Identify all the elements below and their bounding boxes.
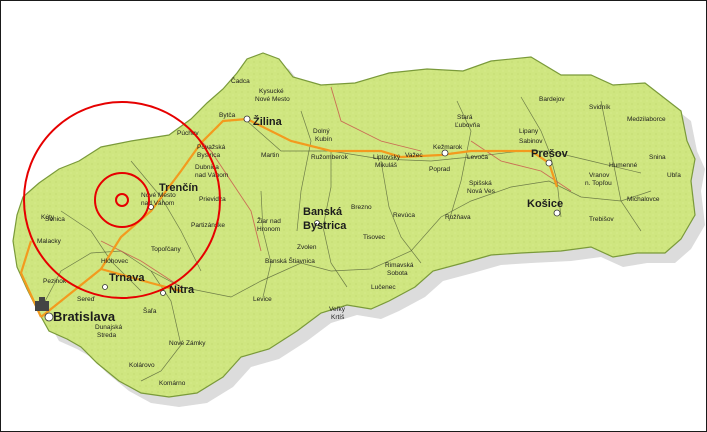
town-dubnica-2: nad Váhom <box>195 172 228 179</box>
town-rimavska-2: Sobota <box>387 270 408 277</box>
town-zvolen: Zvolen <box>297 244 317 251</box>
town-nove-mesto-2: nad Váhom <box>141 200 174 207</box>
town-banska-stiavnica: Banská Štiavnica <box>265 256 315 265</box>
town-stara-2: Ľubovňa <box>455 122 480 129</box>
town-topolcany: Topoľčany <box>151 246 181 253</box>
town-vazec: Važec <box>405 152 423 159</box>
town-dolny-kubin-2: Kubín <box>315 136 332 143</box>
range-circle-inner <box>115 193 129 207</box>
town-kolarovo: Kolárovo <box>129 362 155 369</box>
city-kosice: Košice <box>527 198 563 210</box>
town-cadca: Čadca <box>231 76 250 85</box>
city-banska-bystrica-1: Banská <box>303 206 343 218</box>
city-dots <box>44 115 561 322</box>
city-presov: Prešov <box>531 148 569 160</box>
town-dolny-kubin: Dolný <box>313 128 330 135</box>
town-puchov: Púchov <box>177 130 199 137</box>
town-velky-krtis: Veľký <box>329 306 346 313</box>
town-martin: Martin <box>261 152 279 159</box>
town-komarno: Komárno <box>159 380 186 387</box>
town-stara: Stará <box>457 114 473 121</box>
city-trnava: Trnava <box>109 272 145 284</box>
highways <box>19 117 559 318</box>
town-dubnica: Dubnica <box>195 164 219 171</box>
town-velky-krtis-2: Krtíš <box>331 314 345 321</box>
town-nove-mesto: Nové Mesto <box>141 192 176 199</box>
town-ubla: Ubľa <box>667 172 681 179</box>
town-ziar: Žiar nad <box>257 216 281 225</box>
town-trebisov: Trebišov <box>589 216 614 223</box>
town-snina: Snina <box>649 154 666 161</box>
town-lucenec: Lučenec <box>371 284 396 291</box>
town-roznava: Rožňava <box>445 214 471 221</box>
bratislava-marker-icon <box>35 297 49 311</box>
town-lipany: Lipany <box>519 128 539 135</box>
town-kysucke-2: Nové Mesto <box>255 96 290 103</box>
town-labels: Čadca Kysucké Nové Mesto Bytča Púchov Po… <box>37 76 681 387</box>
range-circle-middle <box>94 172 150 228</box>
town-medzilaborce: Medzilaborce <box>627 116 666 123</box>
minor-roads <box>40 96 652 382</box>
city-trencin: Trenčín <box>159 182 198 194</box>
town-bardejov: Bardejov <box>539 96 565 103</box>
range-circles <box>23 101 221 299</box>
town-hlohovec: Hlohovec <box>101 258 129 265</box>
town-michalovce: Michalovce <box>627 196 660 203</box>
town-vranov-2: n. Topľou <box>585 180 612 187</box>
town-kysucke: Kysucké <box>259 88 284 95</box>
town-partizanske: Partizánske <box>191 222 225 229</box>
town-kuty: Kúty <box>41 214 55 221</box>
town-prievidza: Prievidza <box>199 196 226 203</box>
town-brezno: Brezno <box>351 204 372 211</box>
town-humenne: Humenné <box>609 162 638 169</box>
town-sered: Sereď <box>77 296 96 303</box>
town-dunajska-2: Streda <box>97 332 117 339</box>
town-kezmarok: Kežmarok <box>433 144 463 151</box>
range-circle-outer <box>23 101 221 299</box>
town-ruzomberok: Ružomberok <box>311 154 349 161</box>
town-rimavska: Rimavská <box>385 262 414 269</box>
town-pezinok: Pezinok <box>43 278 67 285</box>
town-ziar-2: Hronom <box>257 226 280 233</box>
city-bratislava: Bratislava <box>53 309 116 324</box>
town-sabinov: Sabinov <box>519 138 543 145</box>
town-vranov: Vranov <box>589 172 610 179</box>
town-dunajska: Dunajská <box>95 324 122 331</box>
town-svidnik: Svidník <box>589 104 611 111</box>
town-malacky: Malacky <box>37 238 62 245</box>
town-spisska-2: Nová Ves <box>467 188 496 195</box>
city-zilina: Žilina <box>253 115 283 128</box>
town-tisovec: Tisovec <box>363 234 386 241</box>
town-revuca: Revúca <box>393 212 415 219</box>
town-levoca: Levoča <box>467 154 488 161</box>
town-nove-zamky: Nové Zámky <box>169 340 206 347</box>
town-spisska: Spišská <box>469 180 492 187</box>
town-liptovsky-2: Mikuláš <box>375 162 398 169</box>
town-senica: Senica <box>45 216 65 223</box>
town-povazska: Považská <box>197 144 226 151</box>
town-poprad: Poprad <box>429 166 450 173</box>
town-sala: Šaľa <box>143 306 157 315</box>
town-liptovsky: Liptovský <box>373 154 401 161</box>
city-banska-bystrica-2: Bystrica <box>303 220 347 232</box>
city-nitra: Nitra <box>169 284 195 296</box>
town-levice: Levice <box>253 296 272 303</box>
town-bytca: Bytča <box>219 112 236 119</box>
slovakia-land <box>12 52 696 398</box>
